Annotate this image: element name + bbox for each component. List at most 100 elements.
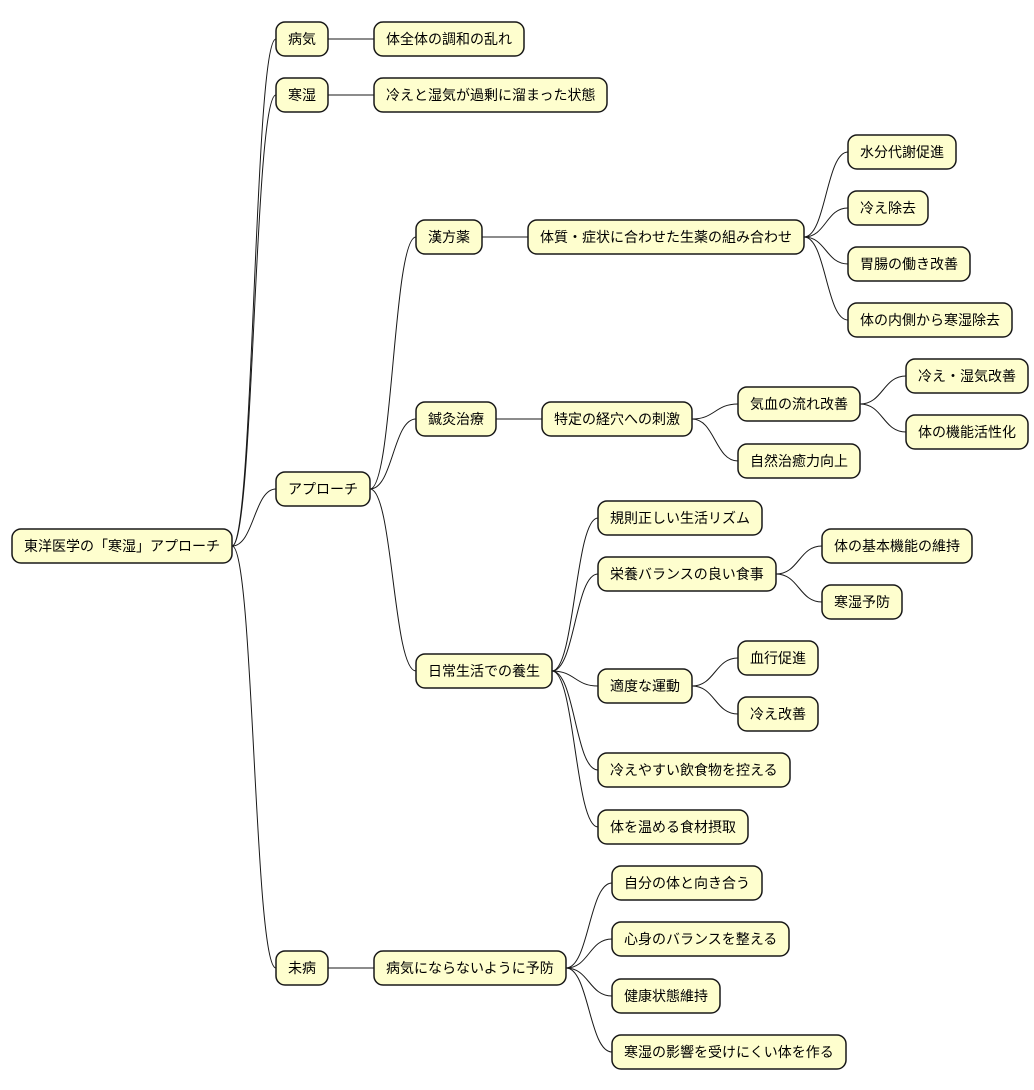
node-label: 規則正しい生活リズム xyxy=(610,511,750,527)
node-label: 寒湿予防 xyxy=(834,594,890,611)
node-box xyxy=(905,414,1029,450)
mindmap-edge xyxy=(231,545,277,969)
node-label: 病気 xyxy=(288,32,316,48)
mindmap-edge xyxy=(803,236,849,321)
node-label: 血行促進 xyxy=(750,651,806,667)
mindmap-edge xyxy=(565,967,613,1053)
mindmap-node: 未病 xyxy=(275,950,329,986)
node-box xyxy=(737,386,861,422)
node-label: 特定の経穴への刺激 xyxy=(554,411,680,428)
node-box xyxy=(611,865,763,901)
node-box xyxy=(737,443,861,479)
mindmap-edge xyxy=(551,517,599,672)
node-box xyxy=(415,219,483,255)
node-box xyxy=(737,696,819,732)
mindmap-edge xyxy=(551,573,599,672)
mindmap-node: 冷え改善 xyxy=(737,696,819,732)
mindmap-node: 冷えと湿気が過剰に溜まった状態 xyxy=(373,77,608,113)
node-label: 体を温める食材摂取 xyxy=(610,819,736,836)
node-box xyxy=(597,500,763,536)
node-label: 冷えやすい飲食物を控える xyxy=(610,762,778,779)
mindmap-edges xyxy=(231,38,907,1053)
node-label: 体の内側から寒湿除去 xyxy=(860,312,1000,329)
mindmap-edge xyxy=(369,418,417,490)
mindmap-edge xyxy=(369,236,417,490)
mindmap-node: 胃腸の働き改善 xyxy=(847,246,971,282)
mindmap-node: 体全体の調和の乱れ xyxy=(373,21,525,57)
node-box xyxy=(611,921,790,957)
mindmap-node: アプローチ xyxy=(275,471,371,507)
mindmap-node: 特定の経穴への刺激 xyxy=(541,401,693,437)
mindmap-edge xyxy=(691,657,739,687)
node-label: 体質・症状に合わせた生薬の組み合わせ xyxy=(540,230,792,246)
node-label: 鍼灸治療 xyxy=(428,411,484,428)
mindmap-node: 体の基本機能の維持 xyxy=(821,528,973,564)
mindmap-node: 鍼灸治療 xyxy=(415,401,497,437)
node-box xyxy=(611,1034,847,1070)
mindmap-edge xyxy=(565,967,613,997)
node-label: 体全体の調和の乱れ xyxy=(386,31,512,48)
mindmap-node: 気血の流れ改善 xyxy=(737,386,861,422)
mindmap-edge xyxy=(859,403,907,433)
mindmap-node: 日常生活での養生 xyxy=(415,653,553,689)
mindmap-edge xyxy=(369,488,417,672)
node-label: 適度な運動 xyxy=(610,678,680,695)
node-box xyxy=(11,528,233,564)
node-box xyxy=(597,556,777,592)
node-box xyxy=(737,640,819,676)
mindmap-edge xyxy=(551,670,599,828)
mindmap-node: 病気 xyxy=(275,21,329,57)
mindmap-edge xyxy=(551,670,599,771)
mindmap-edge xyxy=(565,882,613,969)
node-box xyxy=(847,246,971,282)
node-label: 心身のバランスを整える xyxy=(624,932,777,948)
node-label: 冷え・湿気改善 xyxy=(918,369,1016,385)
mindmap-edge xyxy=(691,403,739,420)
mindmap-edge xyxy=(551,670,599,687)
mindmap-edge xyxy=(691,418,739,462)
mindmap-edge xyxy=(691,685,739,715)
mindmap-node: 水分代謝促進 xyxy=(847,134,957,170)
mindmap-node: 冷え・湿気改善 xyxy=(905,358,1029,394)
node-box xyxy=(821,584,903,620)
mindmap-node: 自分の体と向き合う xyxy=(611,865,763,901)
mindmap-edge xyxy=(565,938,613,969)
mindmap-edge xyxy=(231,488,277,547)
mindmap-node: 病気にならないように予防 xyxy=(373,950,567,986)
node-label: 寒湿 xyxy=(288,87,316,104)
node-label: アプローチ xyxy=(288,482,358,498)
node-box xyxy=(611,978,721,1014)
mindmap-node: 適度な運動 xyxy=(597,668,693,704)
node-label: 病気にならないように予防 xyxy=(386,961,554,977)
node-label: 健康状態維持 xyxy=(624,988,708,1005)
node-label: 体の基本機能の維持 xyxy=(834,538,960,555)
node-label: 冷えと湿気が過剰に溜まった状態 xyxy=(386,88,595,104)
node-label: 東洋医学の「寒湿」アプローチ xyxy=(24,538,220,555)
mindmap-edge xyxy=(859,375,907,405)
node-box xyxy=(847,190,929,226)
mindmap-node: 規則正しい生活リズム xyxy=(597,500,763,536)
mindmap-node: 体の機能活性化 xyxy=(905,414,1029,450)
mindmap-node: 体の内側から寒湿除去 xyxy=(847,302,1013,338)
node-label: 未病 xyxy=(288,961,316,977)
node-box xyxy=(373,950,567,986)
node-box xyxy=(373,21,525,57)
mindmap-root-node: 東洋医学の「寒湿」アプローチ xyxy=(11,528,233,564)
node-box xyxy=(847,134,957,170)
mindmap-node: 体を温める食材摂取 xyxy=(597,809,749,845)
node-box xyxy=(275,950,329,986)
node-label: 気血の流れ改善 xyxy=(750,397,848,413)
node-box xyxy=(847,302,1013,338)
node-label: 水分代謝促進 xyxy=(860,145,944,161)
node-box xyxy=(597,668,693,704)
node-box xyxy=(275,471,371,507)
node-box xyxy=(415,653,553,689)
mindmap-edge xyxy=(775,573,823,603)
node-label: 栄養バランスの良い食事 xyxy=(610,566,764,583)
mindmap-edge xyxy=(803,207,849,238)
mindmap-node: 自然治癒力向上 xyxy=(737,443,861,479)
mindmap-node: 寒湿 xyxy=(275,77,329,113)
node-label: 自分の体と向き合う xyxy=(624,876,750,892)
node-box xyxy=(597,809,749,845)
